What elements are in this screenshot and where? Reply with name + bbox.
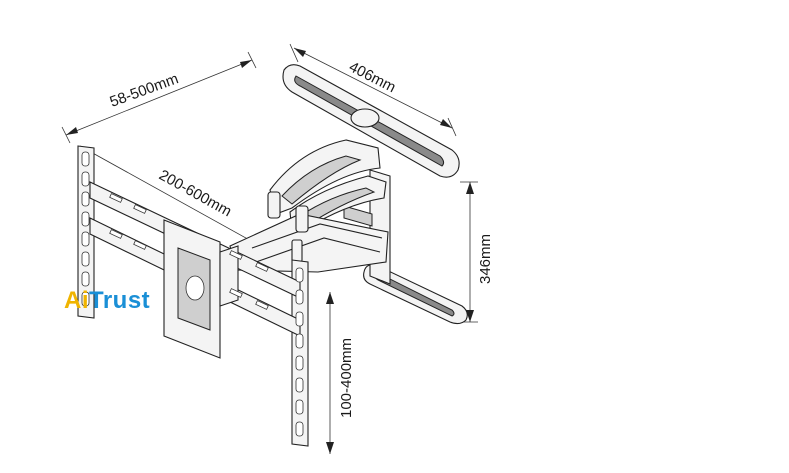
dimension-plate-height: 346mm: [460, 181, 494, 323]
dim-label-arm-extension: 58-500mm: [108, 70, 181, 110]
dim-label-vesa-horizontal: 200-600mm: [156, 167, 234, 221]
brand-logo: AiTrust: [64, 287, 150, 315]
dim-label-vesa-vertical: 100-400mm: [338, 338, 355, 418]
dimension-vesa-vertical: 100-400mm: [326, 292, 355, 454]
swing-arms: [229, 139, 389, 273]
vesa-bracket: [77, 145, 309, 447]
dim-label-plate-width: 406mm: [346, 58, 398, 96]
dimension-arm-extension: 58-500mm: [61, 51, 257, 144]
logo-text-ai: Ai: [64, 287, 89, 314]
wall-plate: [282, 64, 468, 325]
logo-text-trust: Trust: [89, 287, 151, 314]
dim-label-plate-height: 346mm: [477, 234, 494, 284]
